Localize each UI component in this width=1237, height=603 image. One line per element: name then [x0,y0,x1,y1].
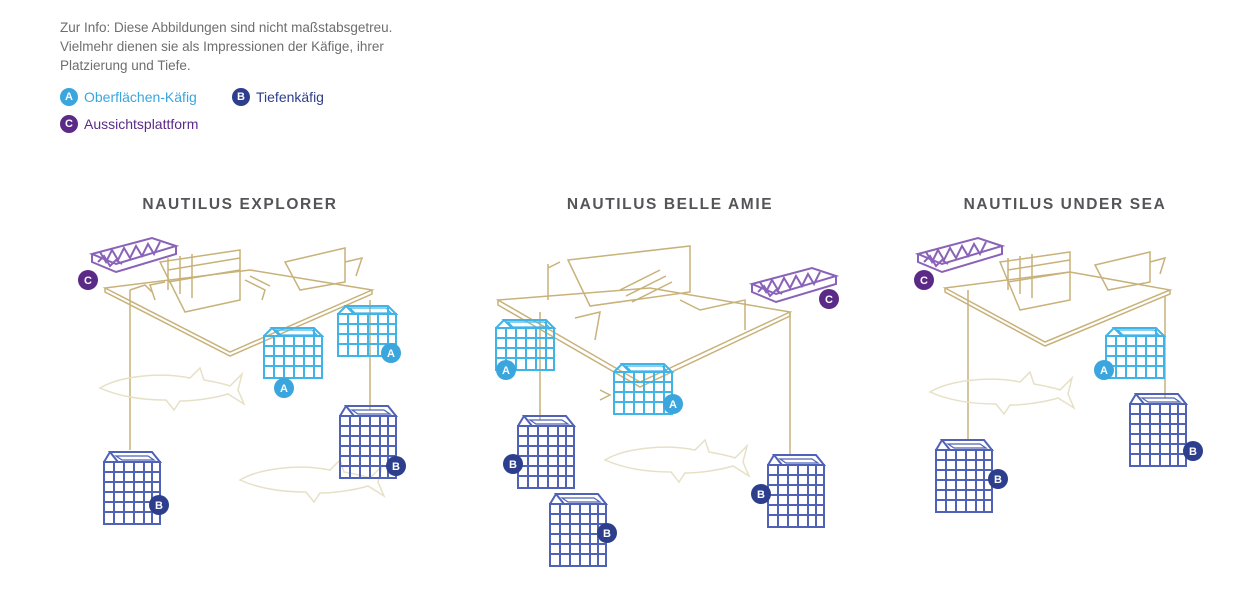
badge-a-icon: A [496,360,516,380]
deep-cage-icon [517,415,575,489]
shark-icon [99,367,245,411]
badge-c-icon: C [914,270,934,290]
boat-title-belle-amie: NAUTILUS BELLE AMIE [566,196,774,213]
svg-text:A: A [280,383,288,395]
badge-c-icon: C [60,115,78,133]
deep-cage-icon [935,439,993,513]
badge-c-icon: C [78,270,98,290]
boat-title-under-sea: NAUTILUS UNDER SEA [963,196,1167,213]
deep-cage-icon [103,451,161,525]
boat-title-explorer: NAUTILUS EXPLORER [142,196,338,213]
svg-text:A: A [387,348,395,360]
legend-item-platform: C Aussichtsplattform [60,115,198,133]
deep-cage-icon [1129,393,1187,467]
legend-label-surface-cage: Oberflächen-Käfig [84,89,197,105]
deep-cage-icon [767,454,825,528]
svg-text:B: B [155,500,163,512]
badge-c-icon: C [819,289,839,309]
badge-a-icon: A [663,394,683,414]
svg-text:B: B [1189,446,1197,458]
boat-under-sea [942,251,1173,440]
info-line-1: Zur Info: Diese Abbildungen sind nicht m… [60,20,393,35]
badge-a-icon: A [60,88,78,106]
legend-item-surface-cage: A Oberflächen-Käfig [60,88,197,106]
badge-a-icon: A [1094,360,1114,380]
svg-text:C: C [84,275,92,287]
shark-icon [929,371,1075,415]
platform-icon [917,237,1003,273]
badge-b-icon: B [988,469,1008,489]
svg-text:B: B [509,459,517,471]
svg-text:A: A [669,399,677,411]
surface-cage-icon [263,327,323,379]
badge-b-icon: B [1183,441,1203,461]
shark-icon [604,439,750,483]
svg-text:C: C [825,294,833,306]
svg-text:C: C [920,275,928,287]
surface-cage-icon [613,363,673,415]
badge-b-icon: B [751,484,771,504]
legend-label-platform: Aussichtsplattform [84,116,199,132]
badge-b-icon: B [597,523,617,543]
badge-b-icon: B [503,454,523,474]
badge-b-icon: B [232,88,250,106]
legend-label-deep-cage: Tiefenkäfig [256,89,324,105]
info-line-2: Vielmehr dienen sie als Impressionen der… [60,39,384,54]
badge-b-icon: B [386,456,406,476]
platform-icon [91,237,177,273]
boat-explorer [102,247,375,450]
surface-cage-icon [1105,327,1165,379]
boat-belle-amie [495,245,793,455]
badge-a-icon: A [274,378,294,398]
legend-item-deep-cage: B Tiefenkäfig [232,88,324,106]
svg-text:A: A [502,365,510,377]
info-text: Zur Info: Diese Abbildungen sind nicht m… [60,18,480,75]
svg-text:B: B [392,461,400,473]
svg-text:B: B [994,474,1002,486]
svg-text:B: B [757,489,765,501]
svg-text:A: A [1100,365,1108,377]
badge-b-icon: B [149,495,169,515]
info-line-3: Platzierung und Tiefe. [60,58,191,73]
badge-a-icon: A [381,343,401,363]
svg-text:B: B [603,528,611,540]
